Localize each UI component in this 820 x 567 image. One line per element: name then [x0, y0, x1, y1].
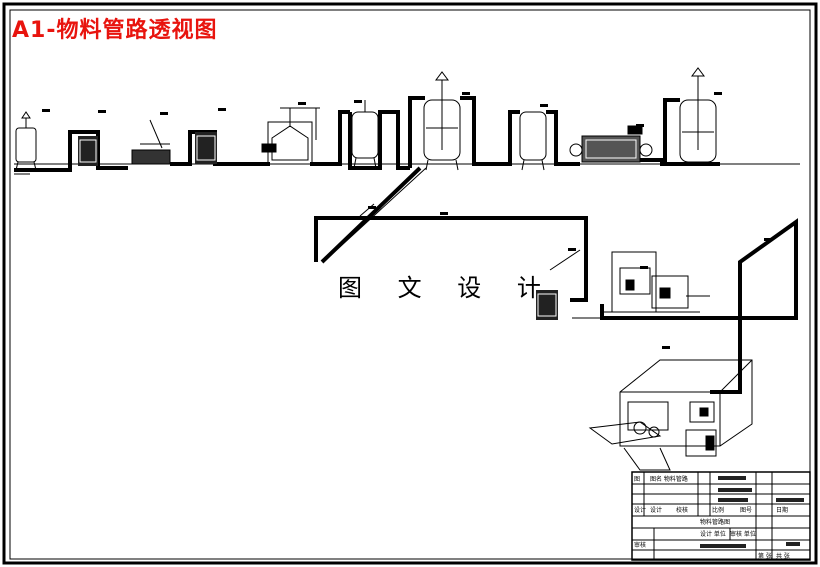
tb-cell-number: 图号	[740, 507, 752, 514]
tb-cell-review-unit: 审核 单位	[730, 530, 756, 538]
filter-skid	[131, 119, 171, 165]
storage-tank-1	[15, 111, 37, 171]
tb-cell-project: 物料管路图	[700, 518, 730, 526]
title-block-fills	[700, 476, 804, 548]
tb-cell-scale: 比例	[712, 506, 724, 514]
tb-cell-drawing-name: 图名 物料管路	[650, 475, 688, 483]
tb-row-label-3: 审核	[634, 541, 646, 549]
packaging-machine	[588, 359, 753, 471]
transfer-pipe	[314, 166, 798, 394]
tubular-sterilizer	[569, 125, 653, 163]
tb-cell-check: 校核	[676, 506, 688, 514]
storage-tank-2	[351, 100, 379, 169]
transfer-thin-lines	[329, 167, 720, 319]
filling-unit	[600, 251, 700, 313]
agitated-tank-1	[423, 71, 461, 171]
title-block	[631, 471, 811, 561]
tb-row-label-1: 图	[634, 476, 640, 483]
tb-cell-design-unit: 设计 单位	[700, 530, 726, 538]
tb-cell-date: 日期	[776, 506, 788, 514]
tb-row-label-2: 设计	[634, 506, 646, 514]
tb-cell-total: 共 张	[776, 552, 790, 560]
mixing-tank	[261, 107, 320, 165]
inner-border	[9, 9, 811, 560]
plate-heat-exchanger-3	[536, 290, 558, 320]
tb-cell-sheet: 第 张	[758, 552, 772, 560]
plate-heat-exchanger-2	[195, 132, 217, 164]
equipment-tags	[42, 92, 772, 349]
title-block-text: 图 设计 审核 图名 物料管路 设计 校核 比例 图号 日期 第 张 共 张 物…	[634, 475, 790, 560]
tb-cell-design: 设计	[650, 506, 662, 514]
agitated-tank-2	[679, 67, 717, 163]
plate-heat-exchanger-1	[78, 136, 98, 166]
storage-tank-3	[519, 111, 547, 171]
drawing-title: A1-物料管路透视图	[12, 18, 218, 43]
watermark-text: 图 文 设 计	[338, 274, 555, 302]
